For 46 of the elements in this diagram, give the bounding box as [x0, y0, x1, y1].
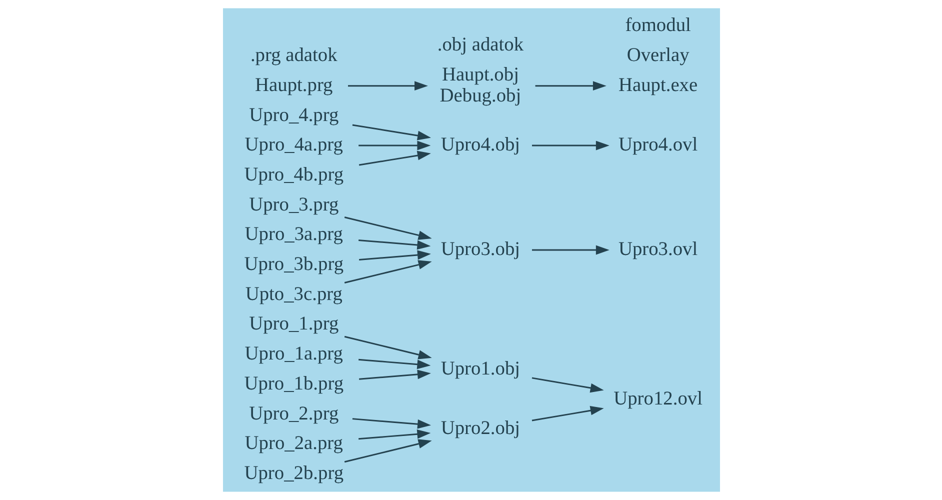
node-text: Haupt.exe [618, 74, 698, 96]
arrow [358, 370, 430, 380]
node-text: Upro_2a.prg [244, 433, 342, 454]
node-text: Haupt.prg [254, 74, 332, 96]
arrow [532, 140, 609, 150]
arrow [344, 336, 432, 360]
arrow [534, 81, 606, 91]
node-text: Upro_4.prg [248, 104, 338, 126]
label: .prg adatok [250, 45, 337, 66]
arrow [358, 150, 430, 166]
node-text: Upro_3b.prg [244, 254, 344, 275]
node-text: Upro4.obj [440, 134, 520, 156]
label: Overlay [626, 45, 689, 66]
node-text: Upro_1.prg [248, 314, 338, 335]
node-text: Upro3.obj [440, 239, 520, 260]
node-text: Upro12.ovl [613, 388, 702, 410]
node-text: Upro_2b.prg [244, 462, 344, 484]
node-text: Upro2.obj [440, 418, 520, 440]
arrow [344, 260, 432, 284]
arrow [344, 439, 432, 463]
arrow [348, 81, 428, 91]
label: fomodul [624, 15, 690, 36]
arrow [358, 358, 430, 370]
arrow [352, 418, 430, 429]
node-text: Upro4.ovl [618, 134, 698, 156]
arrow [531, 406, 604, 422]
node-text: Upro_1b.prg [244, 373, 344, 394]
node-text: Upto_3c.prg [244, 284, 342, 305]
node-text: Haupt.obj Debug.obj [439, 64, 521, 106]
node-text: Upro3.ovl [618, 239, 698, 260]
node-text: Upro_3.prg [248, 194, 338, 216]
arrow [358, 239, 430, 250]
node-text: Upro1.obj [440, 358, 520, 380]
arrow [358, 140, 430, 150]
node-text: Upro_2.prg [248, 403, 338, 424]
node-text: Upro_4a.prg [244, 134, 342, 156]
arrow [352, 124, 430, 140]
label: .obj adatok [436, 34, 524, 56]
arrow [531, 377, 604, 393]
arrow [344, 216, 432, 240]
node-text: Upro_4b.prg [244, 164, 344, 186]
arrow [358, 429, 430, 440]
arrow [532, 245, 609, 255]
node-text: Upro_3a.prg [244, 224, 342, 246]
arrow [358, 250, 430, 260]
node-text: Upro_1a.prg [244, 344, 342, 365]
